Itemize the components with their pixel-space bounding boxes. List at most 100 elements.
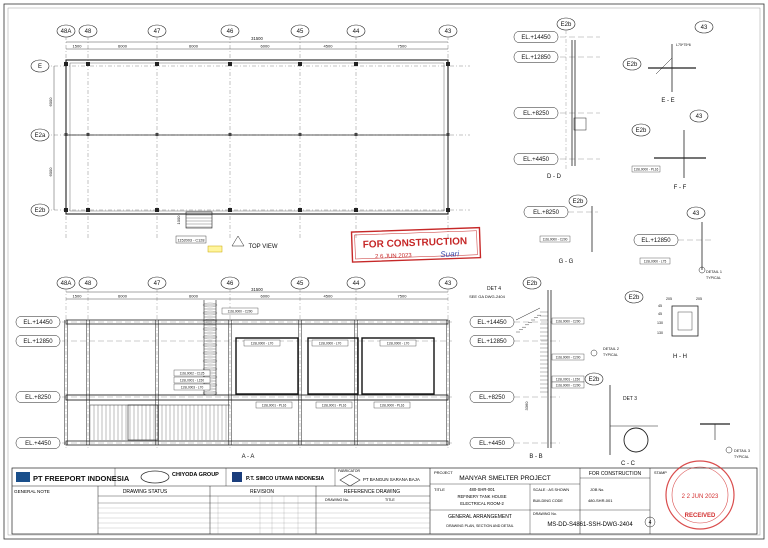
plan-column [228,208,232,212]
aa-det-label: DET 4 [487,286,501,292]
bb-stair-rail [515,307,541,321]
building-code: 480-SHR-001 [588,498,613,503]
plan-column [228,62,232,66]
received-label: RECEIVED [685,513,716,519]
hh-tag: 11SL0000 - L75 [644,260,667,264]
cc-ladder-cage [623,427,649,453]
ee-grid-a-bubble [622,57,642,71]
project-name: MANYAR SMELTER PROJECT [459,475,551,482]
plan-north-marker [231,235,245,247]
hh-view-label: H - H [673,354,687,360]
ff-tag: 11SL0000 - PL16 [634,168,659,172]
ff-grid-b-label: 43 [696,114,703,120]
received-date: 2 2 JUN 2023 [682,494,719,500]
plan-row-1-bubble [30,128,50,142]
svg-text:PT BANGUN SARANA BAJA: PT BANGUN SARANA BAJA [363,477,420,482]
title-line-3: ELECTRICAL ROOM-2 [460,501,504,506]
bb-level-2: EL.+8250 [479,395,506,401]
aa-col-3-bubble [220,276,240,290]
general-note-label: GENERAL NOTE [14,489,50,494]
ladder-opening [185,211,213,229]
sub-title: DRAWING PLAN, SECTION AND DETAIL [446,524,513,528]
ff-grid-b-bubble [689,109,709,123]
plan-inner-beam [69,62,445,212]
title-line-2: REFINERY TANK HOUSE [457,494,506,499]
plan-row-2-label: E2b [35,208,46,214]
plan-column [64,62,68,66]
svg-text:FABRICATOR: FABRICATOR [338,469,361,473]
bay-dim-0: 1500 [73,44,83,49]
aa-col-2-bubble [147,276,167,290]
aa-ladder-cage [202,358,218,364]
plan-col-3-bubble [220,24,240,38]
aa-ladder-cage [202,350,218,356]
gg-tag-frame [539,235,571,243]
hh-detail-1: DETAIL 1 [706,270,722,274]
plan-column [298,208,302,212]
hh-level: EL.+12850 [641,238,671,244]
project-label: PROJECT [434,470,453,475]
aa-col-3-label: 46 [227,281,234,287]
hh-grid-a-bubble [624,290,644,304]
stamp-signature: Suari [440,249,459,259]
gg-grid-bubble [568,194,588,208]
aa-col-2-label: 47 [154,281,161,287]
aa-member-tag-4: 11SL0002 - C125 [180,372,205,376]
revision-label: REVISION [250,489,274,495]
plan-column [354,62,358,66]
plan-col-4-label: 45 [297,29,304,35]
plan-column [155,133,159,136]
row-dim-0: 6000 [48,97,53,107]
aa-col-4-label: 45 [297,281,304,287]
plan-col-1-label: 48 [85,29,92,35]
aa-member-tag-2: 11SL0000 - L70 [319,342,342,346]
aa-room-frame-0 [235,337,299,395]
aa-member-tag-frame [173,369,211,377]
hh-detail-marker [698,266,706,274]
simco-logo: P.T. SIMCO UTAMA INDONESIA [232,472,324,482]
gg-grid-label: E2b [573,199,584,205]
aa-member-tag-frame [373,401,411,409]
hh-tag-frame [639,257,671,265]
drawing-no-label: DRAWING No. [533,512,557,516]
bay-dim-1: 6000 [118,44,128,49]
ee-grid-b-bubble [694,20,714,34]
dd-level-3-frame [513,153,559,165]
stamp-date: 2 6 JUN 2023 [375,253,413,260]
cc-view-label: C - C [621,461,636,467]
aa-ladder-cage [202,318,218,324]
aa-col-1-label: 48 [85,281,92,287]
bb-dim: 3360 [524,401,529,411]
bb-tag-frame [551,381,585,389]
title-line-1: 480-SHR-001 [469,487,495,492]
job-no-label: JOB No. [590,488,604,492]
aa-floor-beam [65,394,449,401]
hh-dim-0: 205 [666,297,672,301]
dd-view-label: D - D [547,174,562,180]
aa-overall-dim: 31500 [251,287,263,292]
aa-room-frame-1 [307,337,359,395]
ee-tag: L75*75*6 [676,43,691,47]
aa-bay-dim-5: 7500 [398,294,408,299]
aa-ladder-cage [202,334,218,340]
bay-dim-4: 4500 [324,44,334,49]
aa-member-tag-6: 11SL0003 - L70 [181,386,204,390]
drawing-status-label: DRAWING STATUS [123,489,168,495]
aa-col-0-label: 48A [61,281,72,287]
plan-column [354,133,358,136]
dd-bracket [573,117,587,131]
plan-col-1-bubble [78,24,98,38]
dd-level-1: EL.+12850 [521,55,551,61]
plan-column [228,133,232,136]
aa-member-tag-3: 11SL0000 - L70 [387,342,410,346]
plan-column [446,208,450,212]
cc-grid-label: E2b [589,377,600,383]
ref-drawing-no-header: DRAWING No. [325,498,349,502]
overall-dim: 31500 [251,36,263,41]
aa-ladder-cage [202,310,218,316]
revision-number: 4 [649,520,652,526]
bb-tag-2: 11SL0001 - L150 [556,378,580,382]
ee-grid-a-label: E2b [627,62,638,68]
